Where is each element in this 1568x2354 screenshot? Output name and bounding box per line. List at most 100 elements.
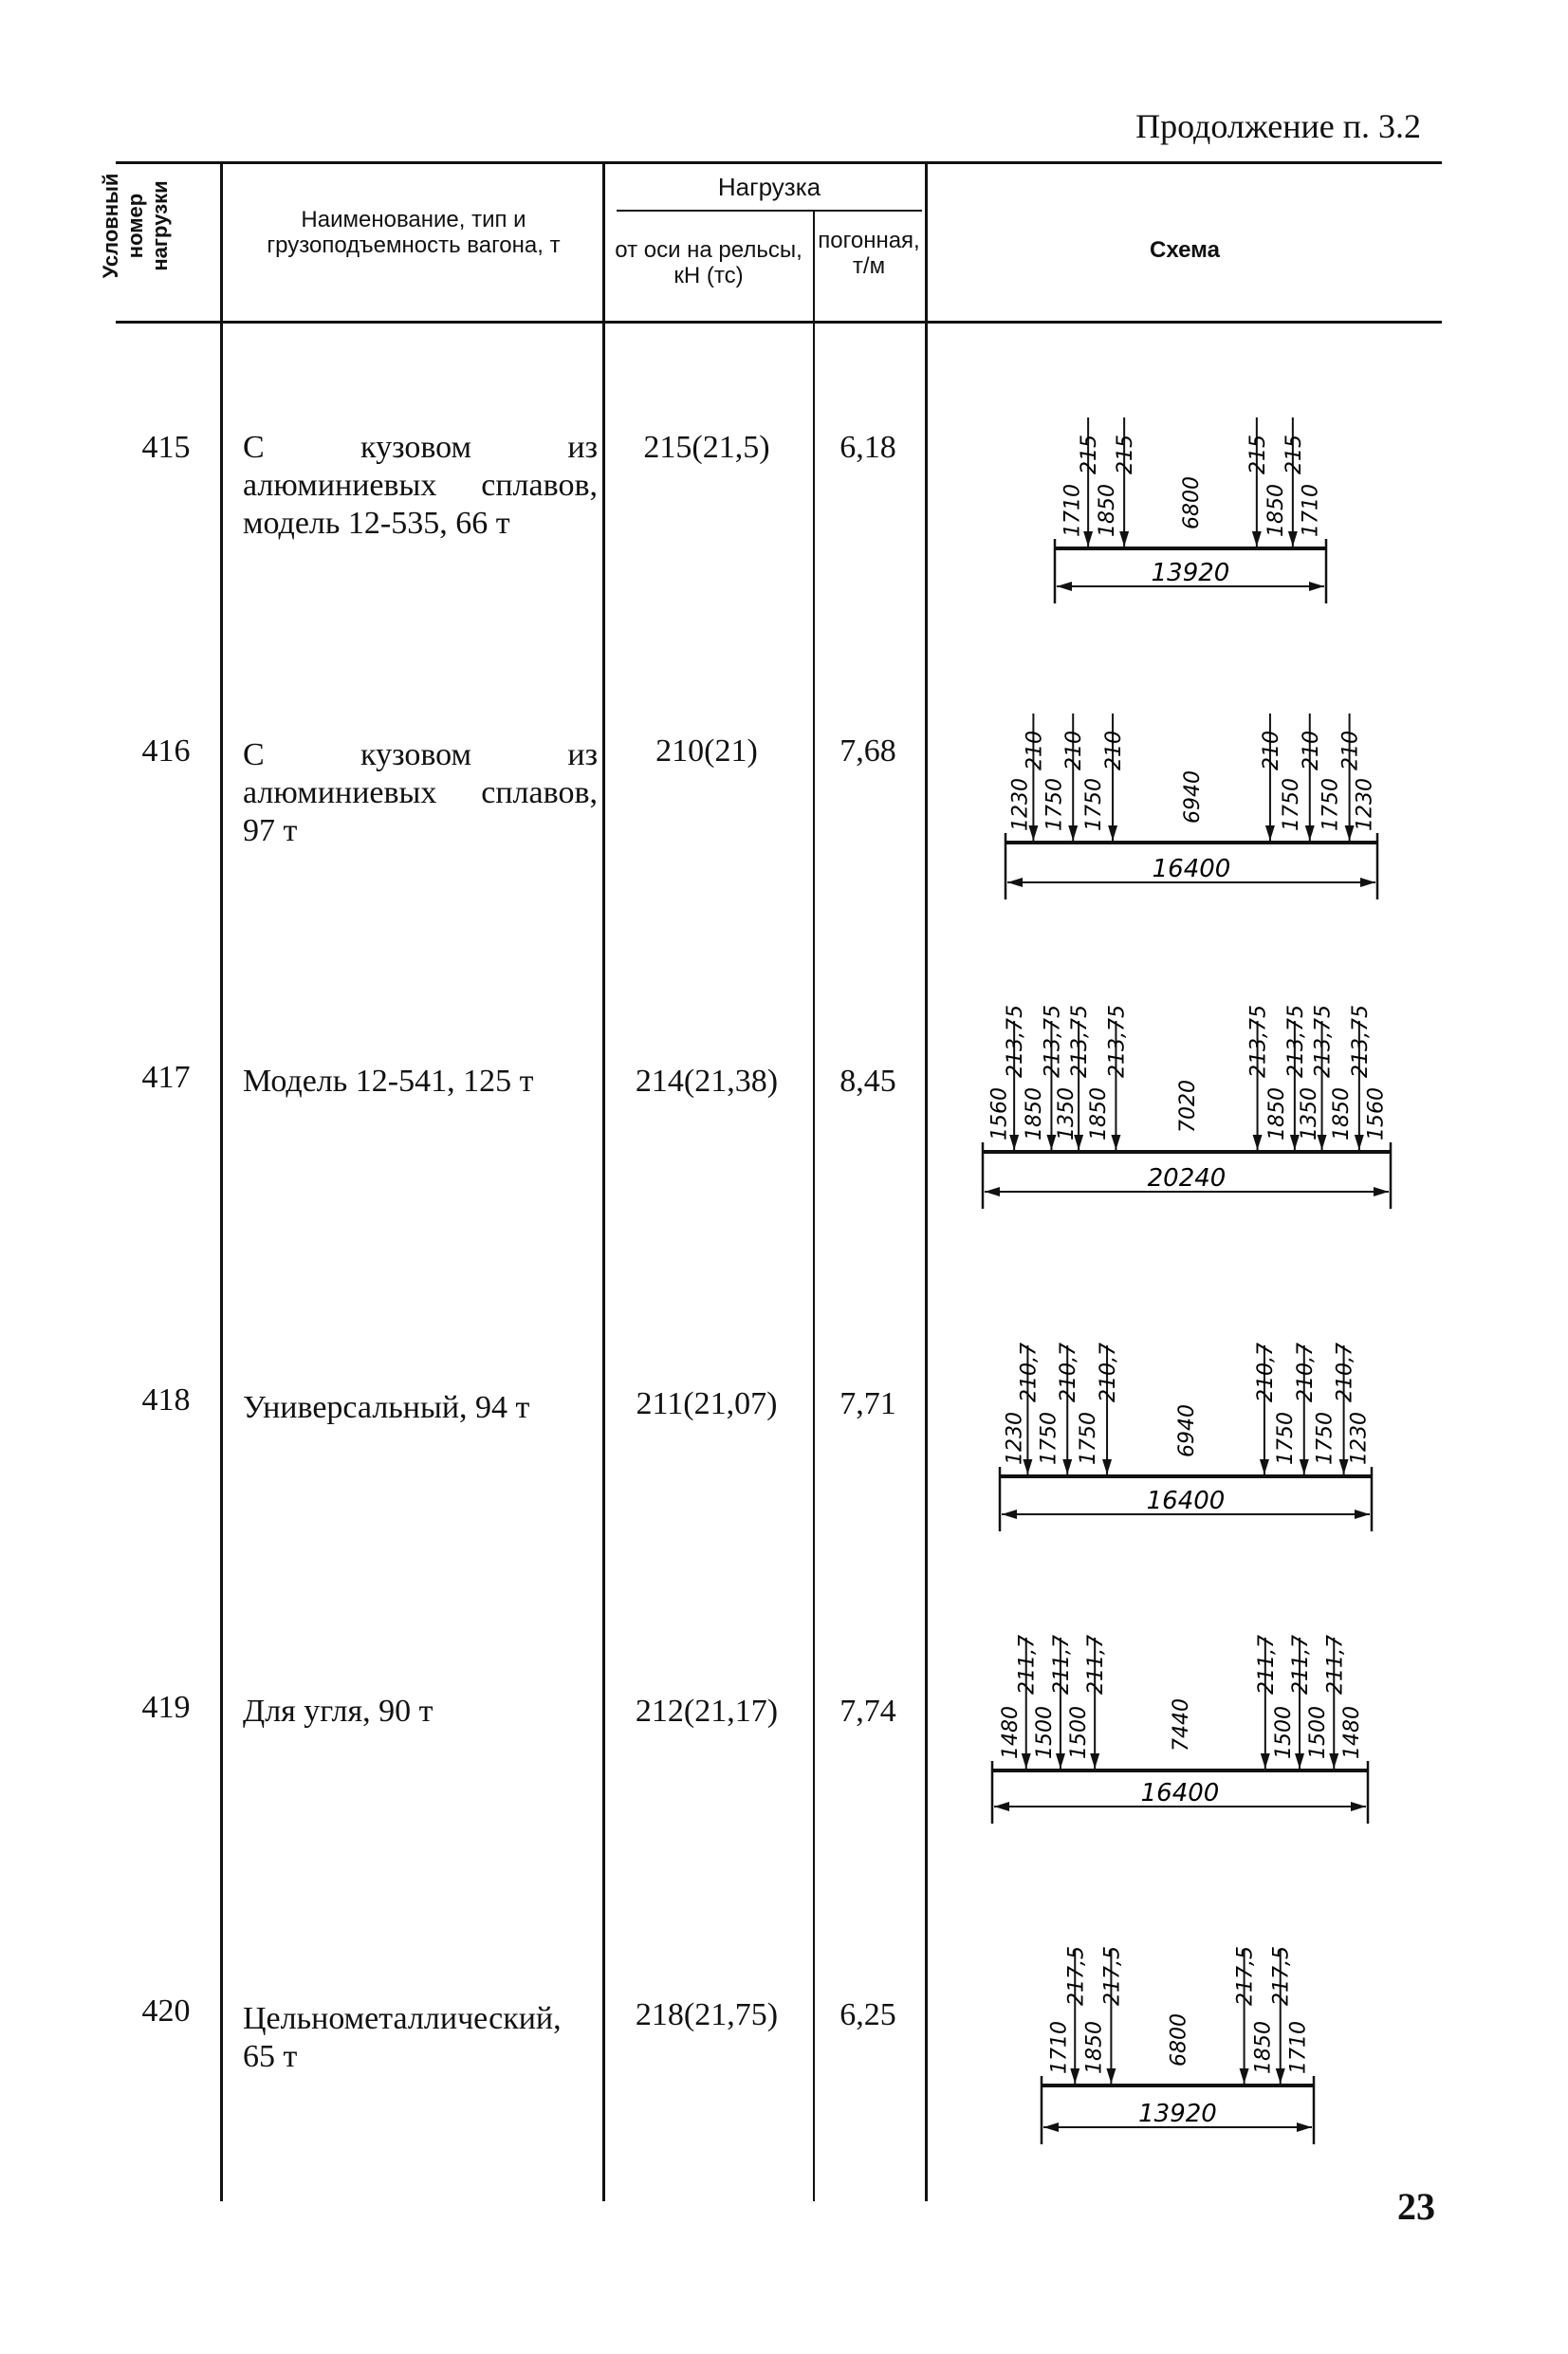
scheme-417-gap-label-2: 1850 [1023, 1087, 1046, 1140]
scheme-415-total-label: 13920 [1152, 559, 1230, 587]
scheme-419-gap-label-5: 1500 [1272, 1706, 1296, 1759]
scheme-419-force-head-4 [1260, 1753, 1270, 1769]
row-420-num: 420 [141, 1993, 191, 2029]
scheme-420-total-label: 13920 [1138, 2100, 1217, 2128]
row-416-num: 416 [141, 733, 191, 769]
row-416-name: С кузовом из алюминиевых сплавов, 97 т [243, 737, 598, 848]
scheme-418-gap-label-5: 1750 [1274, 1412, 1298, 1465]
scheme-416-force-head-4 [1264, 825, 1275, 841]
scheme-420-dim-arrow-right [1297, 2122, 1312, 2132]
scheme-420-force-label-1: 217,5 [1064, 1946, 1088, 2006]
scheme-420-gap-label-1: 1710 [1048, 2021, 1072, 2074]
scheme-420-force-label-3: 217,5 [1234, 1946, 1258, 2006]
scheme-418-gap-label-4: 6940 [1175, 1404, 1199, 1457]
col-divider-4 [925, 163, 928, 2201]
scheme-418-force-head-1 [1023, 1459, 1033, 1474]
header-linear: погонная, т/м [818, 228, 920, 279]
scheme-416-force-label-1: 210 [1023, 731, 1046, 770]
scheme-416-dim-arrow-left [1007, 878, 1023, 887]
scheme-418-force-label-1: 210,7 [1017, 1343, 1041, 1402]
header-axle: от оси на рельсы, кН (тс) [615, 237, 802, 288]
scheme-419-gap-label-6: 1500 [1306, 1706, 1330, 1759]
scheme-416-gap-label-4: 6940 [1181, 770, 1205, 824]
scheme-416-gap-label-6: 1750 [1319, 778, 1343, 831]
scheme-417-force-label-2: 213,75 [1041, 1005, 1064, 1078]
scheme-419-force-head-5 [1295, 1753, 1305, 1769]
scheme-420-force-label-2: 217,5 [1100, 1946, 1124, 2006]
row-419-name: Для угля, 90 т [243, 1694, 434, 1729]
row-417-num: 417 [141, 1060, 191, 1095]
scheme-419-force-label-2: 211,7 [1050, 1635, 1074, 1695]
col-divider-3 [813, 211, 815, 2201]
scheme-416-gap-label-5: 1750 [1280, 778, 1303, 831]
scheme-415-gap-label-4: 1850 [1264, 484, 1288, 537]
scheme-416-force-label-2: 210 [1062, 731, 1086, 770]
scheme-419-dim-arrow-right [1351, 1802, 1366, 1811]
scheme-419-force-head-1 [1021, 1753, 1031, 1769]
header-load: Нагрузка [717, 173, 821, 201]
scheme-415-force-label-4: 215 [1282, 435, 1306, 474]
scheme-416-force-head-5 [1304, 825, 1315, 841]
scheme-417-total-label: 20240 [1148, 1164, 1227, 1193]
scheme-418-force-head-6 [1338, 1459, 1349, 1474]
scheme-417-force-label-1: 213,75 [1004, 1005, 1027, 1078]
scheme-415-force-label-1: 215 [1078, 435, 1101, 474]
row-419-axle-load: 212(21,17) [635, 1694, 779, 1729]
row-415-linear-load: 6,18 [839, 430, 896, 465]
scheme-418-gap-label-3: 1750 [1077, 1412, 1100, 1465]
scheme-419-gap-label-2: 1500 [1033, 1706, 1057, 1759]
scheme-417-force-head-6 [1289, 1135, 1300, 1150]
scheme-415-gap-label-1: 1710 [1061, 484, 1085, 537]
scheme-415-force-label-3: 215 [1246, 435, 1270, 474]
scheme-420-force-label-4: 217,5 [1270, 1946, 1294, 2006]
scheme-417-gap-label-1: 1560 [988, 1087, 1012, 1140]
row-415-axle-load: 215(21,5) [643, 430, 770, 465]
row-420-axle-load: 218(21,75) [635, 1997, 779, 2032]
scheme-420-gap-label-5: 1710 [1286, 2021, 1310, 2074]
scheme-415-force-head-4 [1287, 531, 1298, 547]
scheme-418-dim-arrow-left [1002, 1510, 1017, 1519]
scheme-418-force-head-5 [1299, 1459, 1309, 1474]
scheme-415-dim-arrow-left [1057, 582, 1072, 591]
scheme-418-gap-label-7: 1230 [1347, 1412, 1371, 1465]
scheme-420-gap-label-3: 6800 [1168, 2013, 1191, 2067]
scheme-419-gap-label-4: 7440 [1170, 1698, 1193, 1752]
scheme-416-force-head-2 [1068, 825, 1079, 841]
scheme-417-gap-label-3: 1350 [1055, 1087, 1079, 1140]
scheme-420-gap-label-4: 1850 [1252, 2021, 1276, 2074]
scheme-418-force-head-3 [1102, 1459, 1113, 1474]
scheme-418-force-head-4 [1259, 1459, 1269, 1474]
scheme-418-force-label-2: 210,7 [1057, 1343, 1080, 1402]
header-scheme: Схема [1150, 237, 1220, 263]
scheme-417-gap-label-9: 1560 [1364, 1087, 1388, 1140]
row-419-num: 419 [141, 1690, 191, 1725]
scheme-416-dim-arrow-right [1360, 878, 1375, 887]
scheme-418-force-label-3: 210,7 [1097, 1343, 1120, 1402]
row-420-name: Цельнометаллический, 65 т [243, 2001, 562, 2074]
scheme-415-force-head-3 [1251, 531, 1262, 547]
scheme-417-force-label-7: 213,75 [1312, 1005, 1336, 1078]
scheme-418-force-label-6: 210,7 [1334, 1343, 1357, 1402]
scheme-419-gap-label-1: 1480 [999, 1706, 1023, 1759]
scheme-417-gap-label-7: 1350 [1298, 1087, 1321, 1140]
scheme-419-force-label-4: 211,7 [1255, 1635, 1279, 1695]
scheme-418-total-label: 16400 [1147, 1487, 1226, 1515]
scheme-416-force-label-4: 210 [1260, 731, 1283, 770]
scheme-417-force-head-3 [1074, 1135, 1084, 1150]
scheme-416-total-label: 16400 [1153, 855, 1231, 883]
scheme-420-force-head-1 [1070, 2068, 1080, 2084]
scheme-417-force-head-8 [1354, 1135, 1364, 1150]
scheme-419-force-label-1: 211,7 [1016, 1635, 1040, 1695]
scheme-417-force-label-8: 213,75 [1349, 1005, 1373, 1078]
scheme-418-gap-label-6: 1750 [1314, 1412, 1337, 1465]
col-divider-2 [602, 163, 605, 2201]
row-418-num: 418 [141, 1382, 191, 1418]
scheme-415-force-head-2 [1119, 531, 1130, 547]
row-417-name: Модель 12-541, 125 т [243, 1064, 534, 1099]
scheme-420-dim-arrow-left [1043, 2122, 1059, 2132]
scheme-420-gap-label-2: 1850 [1082, 2021, 1106, 2074]
top-rule [116, 161, 1442, 164]
scheme-415-gap-label-5: 1710 [1299, 484, 1322, 537]
continuation-label: Продолжение п. 3.2 [1135, 107, 1421, 145]
